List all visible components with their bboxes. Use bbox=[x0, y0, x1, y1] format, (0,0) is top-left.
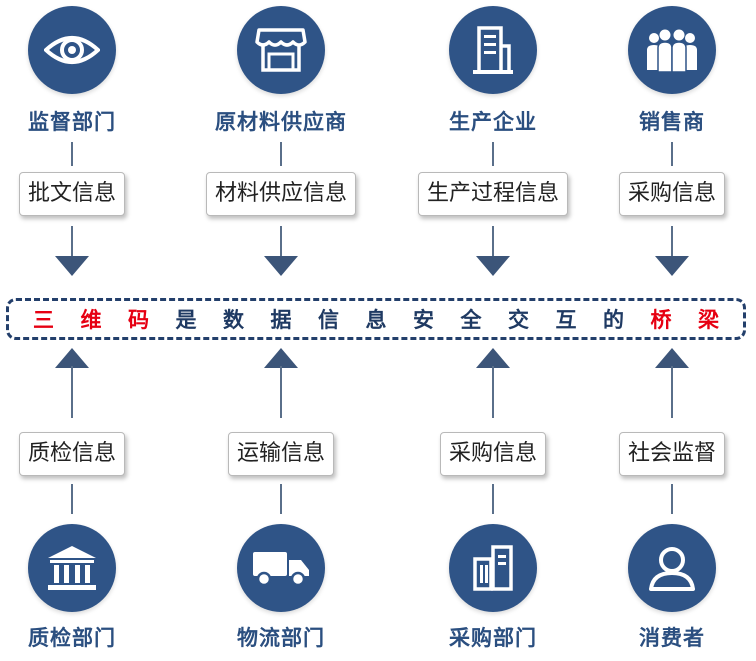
bridge-char: 据 bbox=[270, 308, 292, 332]
info-label: 社会监督 bbox=[618, 432, 726, 476]
arrow-up-icon bbox=[264, 348, 298, 368]
bridge-char: 数 bbox=[223, 308, 244, 332]
entity-name: 销售商 bbox=[639, 110, 705, 134]
info-label: 质检信息 bbox=[18, 432, 126, 476]
arrow-down-icon bbox=[264, 256, 298, 276]
arrow-down-icon bbox=[655, 256, 689, 276]
connector-line bbox=[71, 142, 73, 166]
bridge-char: 三 bbox=[33, 308, 54, 332]
entity-name: 消费者 bbox=[639, 626, 705, 650]
bridge-char: 互 bbox=[555, 308, 577, 332]
arrow-shaft bbox=[671, 366, 673, 418]
connector-line bbox=[492, 484, 494, 514]
storefront-icon bbox=[237, 6, 325, 94]
bridge-char: 全 bbox=[460, 308, 482, 332]
institution-icon bbox=[28, 524, 116, 612]
entity-name: 原材料供应商 bbox=[215, 110, 347, 134]
bridge-char: 是 bbox=[175, 308, 197, 332]
bridge-char: 信 bbox=[318, 308, 339, 332]
bridge-char: 交 bbox=[508, 308, 529, 332]
entity-name: 采购部门 bbox=[449, 626, 537, 650]
bridge-char: 维 bbox=[80, 308, 102, 332]
arrow-shaft bbox=[280, 226, 282, 258]
connector-line bbox=[280, 484, 282, 514]
info-label: 采购信息 bbox=[439, 432, 547, 476]
info-label: 材料供应信息 bbox=[205, 172, 357, 216]
arrow-down-icon bbox=[476, 256, 510, 276]
office-building-icon bbox=[449, 524, 537, 612]
connector-line bbox=[280, 142, 282, 166]
arrow-shaft bbox=[71, 366, 73, 418]
connector-line bbox=[671, 142, 673, 166]
info-label: 采购信息 bbox=[618, 172, 726, 216]
arrow-shaft bbox=[492, 226, 494, 258]
entity-name: 生产企业 bbox=[449, 110, 537, 134]
arrow-shaft bbox=[671, 226, 673, 258]
bridge-char: 息 bbox=[365, 308, 387, 332]
qr-bridge-banner: 三维码是数据信息安全交互的桥梁 bbox=[6, 298, 746, 340]
arrow-shaft bbox=[71, 226, 73, 258]
info-label: 运输信息 bbox=[227, 432, 335, 476]
arrow-up-icon bbox=[655, 348, 689, 368]
arrow-shaft bbox=[280, 366, 282, 418]
building-icon bbox=[449, 6, 537, 94]
arrow-shaft bbox=[492, 366, 494, 418]
bridge-char: 桥 bbox=[650, 308, 672, 332]
entity-name: 物流部门 bbox=[237, 626, 325, 650]
info-label: 生产过程信息 bbox=[417, 172, 569, 216]
info-label: 批文信息 bbox=[18, 172, 126, 216]
entity-name: 质检部门 bbox=[28, 626, 116, 650]
arrow-up-icon bbox=[476, 348, 510, 368]
connector-line bbox=[671, 484, 673, 514]
people-group-icon bbox=[628, 6, 716, 94]
bridge-char: 码 bbox=[128, 308, 149, 332]
connector-line bbox=[492, 142, 494, 166]
bridge-char: 梁 bbox=[698, 308, 719, 332]
person-icon bbox=[628, 524, 716, 612]
arrow-down-icon bbox=[55, 256, 89, 276]
bridge-char: 安 bbox=[413, 308, 434, 332]
truck-icon bbox=[237, 524, 325, 612]
eye-icon bbox=[28, 6, 116, 94]
entity-name: 监督部门 bbox=[28, 110, 116, 134]
connector-line bbox=[71, 484, 73, 514]
bridge-char: 的 bbox=[603, 308, 624, 332]
arrow-up-icon bbox=[55, 348, 89, 368]
